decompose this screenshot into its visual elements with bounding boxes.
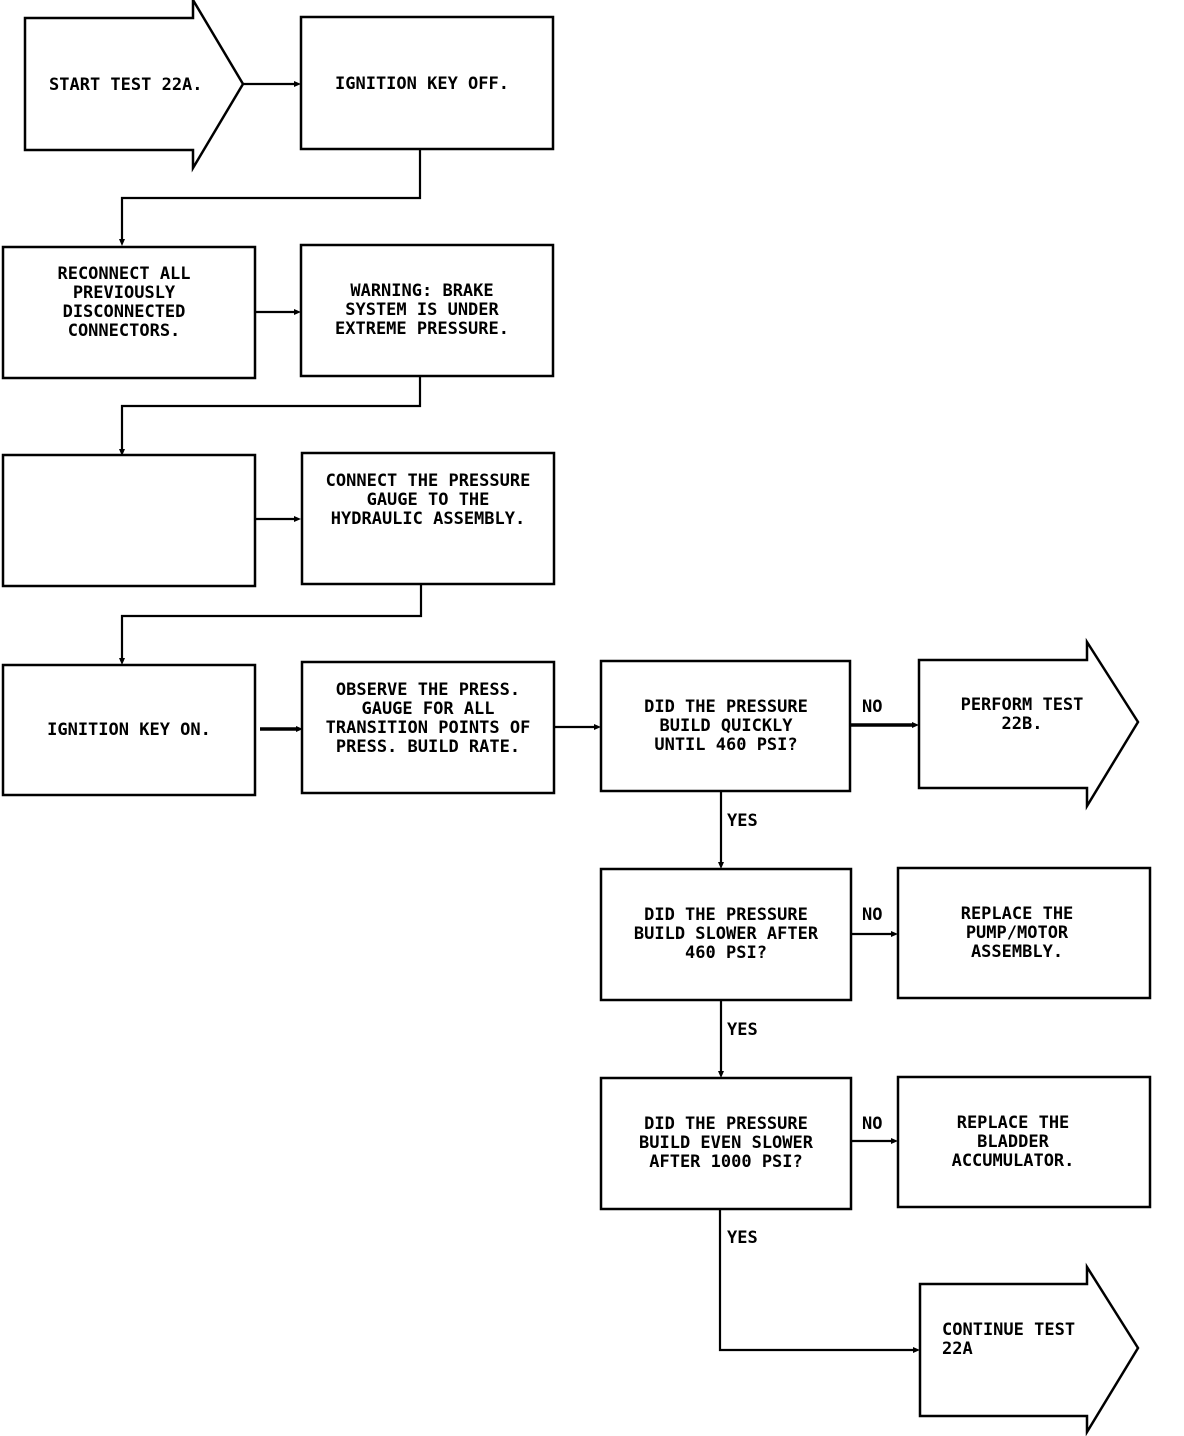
start-arrow-shape [23,0,245,173]
observe-line: PRESS. BUILD RATE. [336,737,520,757]
connectors [119,81,920,1353]
arrowhead [119,658,125,665]
decision2-box [599,867,853,1002]
connect_gauge-line: HYDRAULIC ASSEMBLY. [331,509,525,529]
ignition-off-text: IGNITION KEY OFF. [335,74,509,94]
edge-connect-ignition-on [120,585,423,659]
arrowhead [296,726,303,732]
edge-ignition-off-reconnect [120,150,422,240]
yes-label-1: YES [727,811,758,831]
warning-line: EXTREME PRESSURE. [335,319,509,339]
decision2-line: 460 PSI? [685,943,767,963]
connect-gauge-box [300,451,556,586]
arrowhead [718,862,724,869]
start-text: START TEST 22A. [49,75,203,95]
start-line: START TEST 22A. [49,75,203,95]
no-label-3: NO [862,1114,882,1134]
arrowhead [718,1071,724,1078]
node-texts: START TEST 22A. IGNITION KEY OFF. RECONN… [47,74,1083,1359]
continue-22a-arrow-shape [918,1262,1140,1436]
ignition-on-text: IGNITION KEY ON. [47,720,211,740]
reconnect-line: PREVIOUSLY [73,283,176,303]
arrowhead [294,81,301,87]
continue_22a-line: CONTINUE TEST [942,1320,1075,1340]
replace-bladder-box [896,1075,1152,1209]
ignition-on-box [1,663,257,797]
perform-22b-arrow-shape [917,637,1140,811]
warning-line: WARNING: BRAKE [350,281,493,301]
decision3-line: BUILD EVEN SLOWER [639,1133,814,1153]
arrowhead [891,931,898,937]
reconnect-line: DISCONNECTED [63,302,186,322]
no-label-2: NO [862,905,882,925]
yes-label-3: YES [727,1228,758,1248]
continue_22a-line: 22A [942,1339,973,1359]
decision3-line: DID THE PRESSURE [644,1114,808,1134]
arrowhead [912,722,919,728]
ignition_on-line: IGNITION KEY ON. [47,720,211,740]
arrowhead [594,724,601,730]
edge-warning-blank [120,377,422,450]
connect_gauge-line: CONNECT THE PRESSURE [326,471,531,491]
reconnect-box [1,245,257,380]
edge-labels: NO YES NO YES NO YES [727,697,882,1248]
decision1-line: BUILD QUICKLY [659,716,793,736]
arrowhead [294,309,301,315]
ignition-off-box [299,15,555,151]
observe-box [300,660,556,795]
observe-line: TRANSITION POINTS OF [326,718,531,738]
shapes [1,0,1152,1436]
connect_gauge-line: GAUGE TO THE [367,490,490,510]
no-label-1: NO [862,697,882,717]
replace-pump-box [896,866,1152,1000]
observe-line: OBSERVE THE PRESS. [336,680,520,700]
decision1-line: UNTIL 460 PSI? [654,735,797,755]
reconnect-line: CONNECTORS. [68,321,181,341]
replace_bladder-line: BLADDER [977,1132,1049,1152]
warning-line: SYSTEM IS UNDER [345,300,499,320]
decision1-line: DID THE PRESSURE [644,697,808,717]
decision1-box [599,659,852,793]
replace_pump-line: REPLACE THE [961,904,1074,924]
arrowhead [891,1138,898,1144]
warning-box [299,243,555,378]
replace_bladder-line: ACCUMULATOR. [952,1151,1075,1171]
decision2-line: BUILD SLOWER AFTER [634,924,819,944]
yes-label-2: YES [727,1020,758,1040]
arrowhead [119,449,125,456]
ignition_off-line: IGNITION KEY OFF. [335,74,509,94]
arrowhead [913,1347,920,1353]
observe-line: GAUGE FOR ALL [361,699,494,719]
blank-box [1,453,257,588]
arrowhead [119,239,125,246]
arrowhead [294,516,301,522]
replace_pump-line: PUMP/MOTOR [966,923,1069,943]
decision3-line: AFTER 1000 PSI? [649,1152,803,1172]
decision3-box [599,1076,853,1211]
reconnect-line: RECONNECT ALL [57,264,190,284]
replace_pump-line: ASSEMBLY. [971,942,1063,962]
perform_22b-line: PERFORM TEST [961,695,1084,715]
edge-decision3-yes [718,1209,914,1352]
perform_22b-line: 22B. [1002,714,1043,734]
decision2-line: DID THE PRESSURE [644,905,808,925]
replace_bladder-line: REPLACE THE [957,1113,1070,1133]
